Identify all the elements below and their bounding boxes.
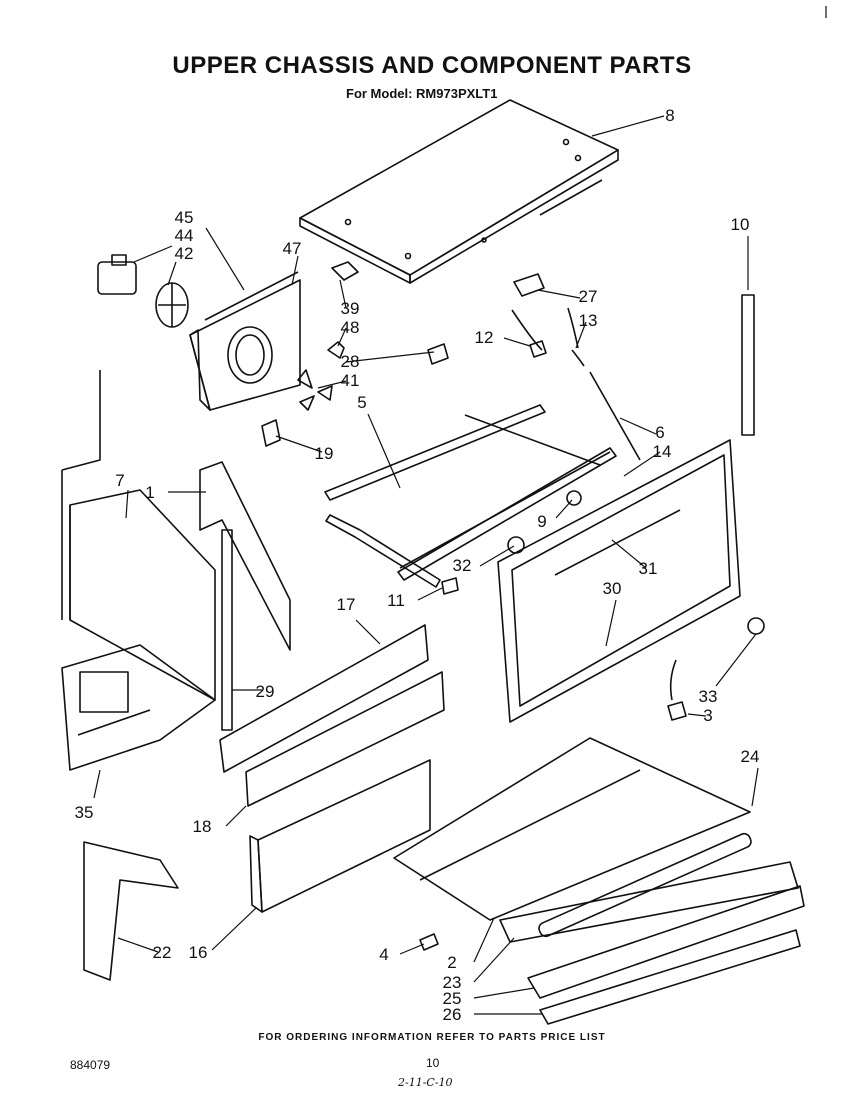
part-knob-9 (566, 490, 582, 506)
part-number-45: 45 (175, 208, 194, 227)
part-switch-12 (511, 309, 547, 358)
part-number-28: 28 (341, 352, 360, 371)
part-rod-6 (589, 371, 641, 461)
part-seal-10 (741, 294, 755, 436)
part-number-42: 42 (175, 244, 194, 263)
part-number-23: 23 (443, 973, 462, 992)
part-number-7: 7 (115, 471, 124, 490)
part-number-9: 9 (537, 512, 546, 531)
page-number: 10 (426, 1056, 440, 1070)
part-strip-29 (221, 529, 233, 731)
model-subtitle: For Model: RM973PXLT1 (346, 86, 498, 101)
page-title: UPPER CHASSIS AND COMPONENT PARTS (172, 52, 692, 79)
part-number-4: 4 (379, 945, 388, 964)
part-number-12: 12 (475, 328, 494, 347)
part-number-32: 32 (453, 556, 472, 575)
part-number-27: 27 (579, 287, 598, 306)
part-number-24: 24 (741, 747, 760, 766)
part-number-31: 31 (639, 559, 658, 578)
part-bracket-28 (427, 343, 449, 365)
part-door-frame (497, 439, 741, 723)
part-lamp-reflector (499, 832, 805, 1025)
part-number-25: 25 (443, 989, 462, 1008)
part-number-22: 22 (153, 943, 172, 962)
part-clip-11 (441, 577, 459, 595)
part-number-35: 35 (75, 803, 94, 822)
part-number-47: 47 (283, 239, 302, 258)
part-number-8: 8 (665, 106, 674, 125)
part-number-39: 39 (341, 299, 360, 318)
document-number: 884079 (70, 1058, 111, 1072)
part-knob-32 (507, 536, 525, 554)
part-number-26: 26 (443, 1005, 462, 1024)
part-callouts: 1234567891011121314161718192223242526272… (75, 106, 760, 1024)
part-bumper-33 (747, 617, 765, 635)
part-number-48: 48 (341, 318, 360, 337)
part-number-1: 1 (145, 483, 154, 502)
part-number-17: 17 (337, 595, 356, 614)
part-number-33: 33 (699, 687, 718, 706)
part-number-11: 11 (387, 591, 405, 610)
part-number-10: 10 (731, 215, 750, 234)
part-number-30: 30 (603, 579, 622, 598)
part-top-cover (299, 99, 619, 284)
ordering-note: FOR ORDERING INFORMATION REFER TO PARTS … (258, 1032, 606, 1043)
part-bottom-tray (393, 737, 751, 921)
part-left-chassis (61, 370, 216, 771)
part-socket-3 (667, 659, 687, 721)
part-center-divider (199, 461, 291, 651)
part-number-3: 3 (703, 706, 712, 725)
part-number-5: 5 (357, 393, 366, 412)
part-number-2: 2 (447, 953, 456, 972)
part-frame-rails (324, 404, 617, 588)
part-bracket-19 (261, 419, 281, 447)
part-front-trim (219, 624, 445, 913)
part-number-19: 19 (315, 444, 334, 463)
part-number-16: 16 (189, 943, 208, 962)
part-number-29: 29 (256, 682, 275, 701)
part-number-44: 44 (175, 226, 194, 245)
part-number-14: 14 (653, 442, 672, 461)
part-fan-housing (97, 254, 359, 411)
part-number-6: 6 (655, 423, 664, 442)
part-number-18: 18 (193, 817, 212, 836)
part-clip-4 (419, 933, 439, 951)
revision-code: 2-11-C-10 (398, 1076, 453, 1089)
part-bracket-27 (513, 273, 545, 297)
part-foot-22 (83, 841, 179, 981)
part-number-41: 41 (341, 371, 360, 390)
part-number-13: 13 (579, 311, 598, 330)
